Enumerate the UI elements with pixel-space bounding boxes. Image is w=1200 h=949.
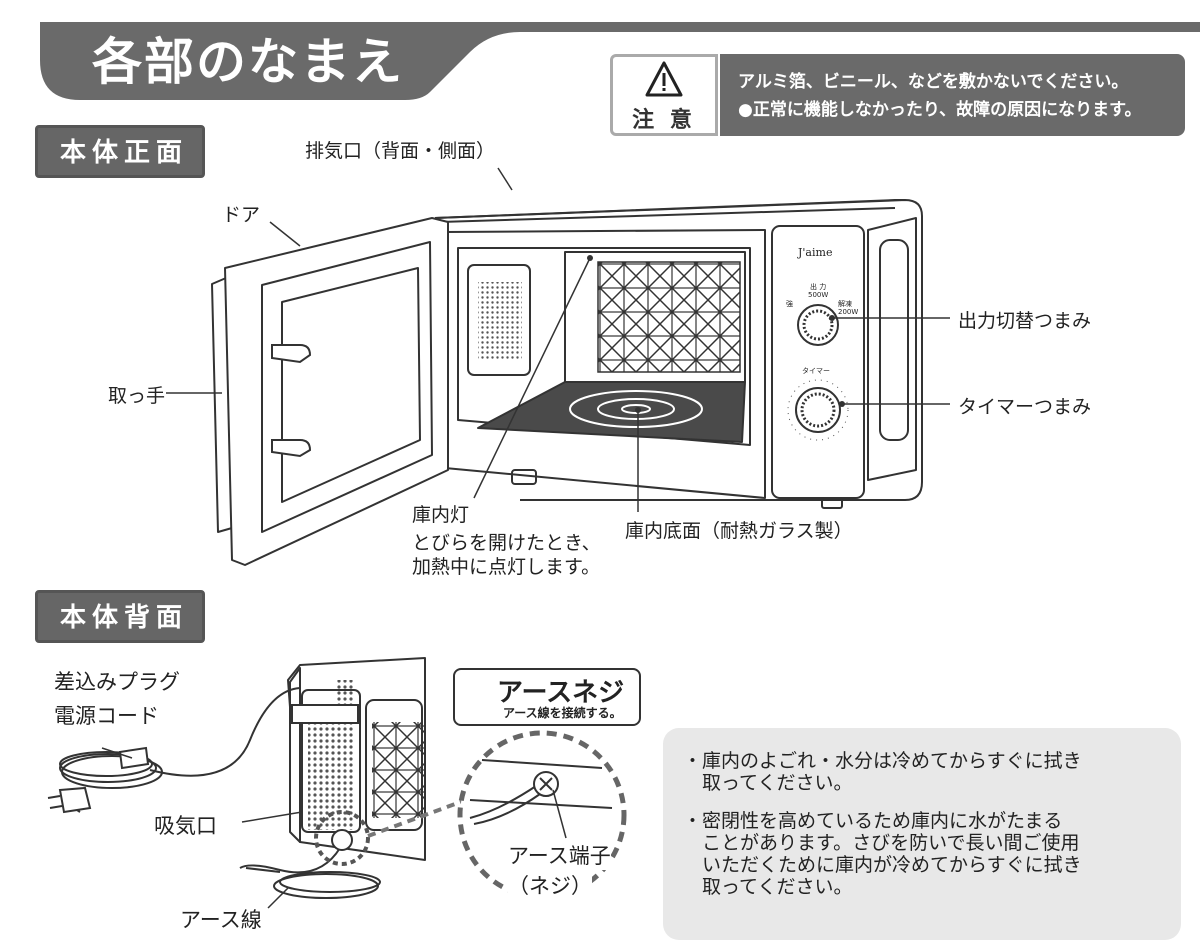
power-knob-label: 出力切替つまみ [958,310,1092,332]
notes-box: ・庫内のよごれ・水分は冷めてからすぐに拭き 取ってください。 ・密閉性を高めてい… [663,728,1181,940]
output-strong: 強 [786,300,793,308]
timer-knob-label: タイマーつまみ [958,396,1092,418]
timer-label: タイマー [802,367,830,375]
lamp-note-2: 加熱中に点灯します。 [412,556,601,578]
note-item: ・密閉性を高めているため庫内に水がたまる ことがあります。さびを防いで長い間ご使… [683,810,1082,898]
caution-label: 注 意 [632,108,696,133]
section-label-front: 本体正面 [35,125,206,178]
plug-label: 差込みプラグ [54,670,180,694]
caution-line-2: ●正常に機能しなかったり、故障の原因になります。 [738,100,1142,120]
earth-wire-label: アース線 [180,908,262,932]
caution-line-1: アルミ箔、ビニール、などを敷かないでください。 [738,72,1129,92]
intake-label: 吸気口 [154,814,217,838]
floor-label: 庫内底面（耐熱ガラス製） [625,520,853,542]
brand-logo: J'aime [798,246,833,259]
door-label: ドア [222,204,261,226]
output-defrost: 解凍 [838,300,852,308]
earth-screw-badge: アースネジ アース線を接続する。 [453,668,641,726]
section-label-back: 本体背面 [35,590,206,643]
lamp-note-1: とびらを開けたとき、 [412,532,601,554]
earth-terminal-label: アース端子 [508,840,611,870]
power-knob [797,304,839,346]
lamp-label: 庫内灯 [412,504,470,526]
title-banner [40,22,1200,100]
output-200w: 200W [838,308,859,316]
earth-screw-paren-label: （ネジ） [508,870,592,900]
cord-label: 電源コード [54,704,159,728]
warning-triangle-icon [645,61,683,97]
caution-message: アルミ箔、ビニール、などを敷かないでください。 ●正常に機能しなかったり、故障の… [720,54,1185,136]
exhaust-label: 排気口（背面・側面） [305,140,496,162]
caution-box: 注 意 [610,54,718,136]
earth-screw-subtitle: アース線を接続する。 [503,706,622,720]
handle-label: 取っ手 [108,385,166,407]
page-title: 各部のなまえ [92,33,404,91]
timer-knob [787,379,849,441]
output-label: 出 力 [810,283,827,291]
earth-screw-title: アースネジ [497,678,625,708]
output-500w: 500W [808,291,829,299]
note-item: ・庫内のよごれ・水分は冷めてからすぐに拭き 取ってください。 [683,750,1082,794]
